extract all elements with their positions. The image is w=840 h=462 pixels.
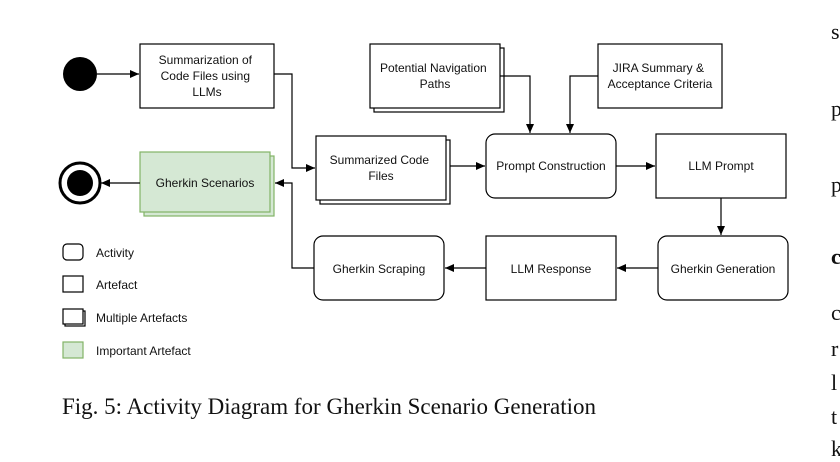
legend-important-label: Important Artefact [96,344,191,358]
node-gherkin-scraping: Gherkin Scraping [313,235,445,301]
figure-caption: Fig. 5: Activity Diagram for Gherkin Sce… [62,394,596,419]
node-llm-response: LLM Response [485,235,617,301]
edge-summarization-to-summarized-files [274,73,315,172]
node-navigation-line-1: Potential Navigation [380,61,487,75]
node-llm-prompt: LLM Prompt [655,133,787,199]
legend-activity-label: Activity [96,246,134,260]
svg-text:Potential Navigation Pat: Potential Navigation Paths [380,61,490,91]
margin-letter: t [831,404,838,429]
node-jira-line-2: Acceptance Criteria [608,77,713,91]
node-summarization: Summarization of Code Files using LLMs [139,43,275,109]
node-gherkin-generation-label: Gherkin Generation [671,262,776,276]
edge-jira-to-prompt-construction [566,75,598,133]
legend-activity: Activity [62,243,134,261]
margin-letter: p [831,172,840,197]
legend-artefact-label: Artefact [96,278,138,292]
node-gherkin-scenarios: Gherkin Scenarios [139,151,275,217]
start-node [63,57,97,91]
margin-letter: s [831,19,840,44]
node-navigation-line-2: Paths [420,77,451,91]
node-navigation-paths: Potential Navigation Paths [369,43,505,113]
margin-letter: l [831,370,838,395]
legend-important-artefact: Important Artefact [62,341,191,359]
legend-multiple-artefacts: Multiple Artefacts [62,308,187,327]
node-prompt-construction-label: Prompt Construction [496,159,605,173]
legend: Activity Artefact Multiple Artefacts Imp… [62,243,191,359]
legend-multiple-label: Multiple Artefacts [96,311,187,325]
margin-letter: k [831,436,840,461]
node-gherkin-generation: Gherkin Generation [657,235,789,301]
node-gherkin-scraping-label: Gherkin Scraping [333,262,426,276]
node-jira-summary: JIRA Summary & Acceptance Criteria [597,43,723,109]
edge-gherkin-scraping-to-gherkin-scenarios [275,179,314,269]
node-llm-response-label: LLM Response [511,262,592,276]
node-llm-prompt-label: LLM Prompt [688,159,754,173]
svg-text:Summarization of Code Fi: Summarization of Code Files using LLMs [159,53,256,99]
node-summarized-line-1: Summarized Code [330,153,430,167]
node-summarized-line-2: Files [368,169,393,183]
margin-letter: c [831,300,840,325]
svg-text:JIRA Summary & Acceptanc: JIRA Summary & Acceptance Criteria [608,61,713,91]
margin-letter: c [831,244,840,269]
legend-artefact: Artefact [62,275,138,293]
node-prompt-construction: Prompt Construction [485,133,617,199]
node-gherkin-scenarios-label: Gherkin Scenarios [156,176,255,190]
node-summarized-code-files: Summarized Code Files [315,135,451,205]
margin-letter: r [831,336,839,361]
edge-navigation-to-prompt-construction [500,75,534,133]
node-summarization-line-3: LLMs [192,85,221,99]
node-jira-line-1: JIRA Summary & [613,61,704,75]
node-summarization-line-1: Summarization of [159,53,253,67]
node-summarization-line-2: Code Files using [161,69,250,83]
end-node [58,161,102,205]
margin-letter: p [831,96,840,121]
svg-text:Summarized Code Files: Summarized Code Files [330,153,433,183]
